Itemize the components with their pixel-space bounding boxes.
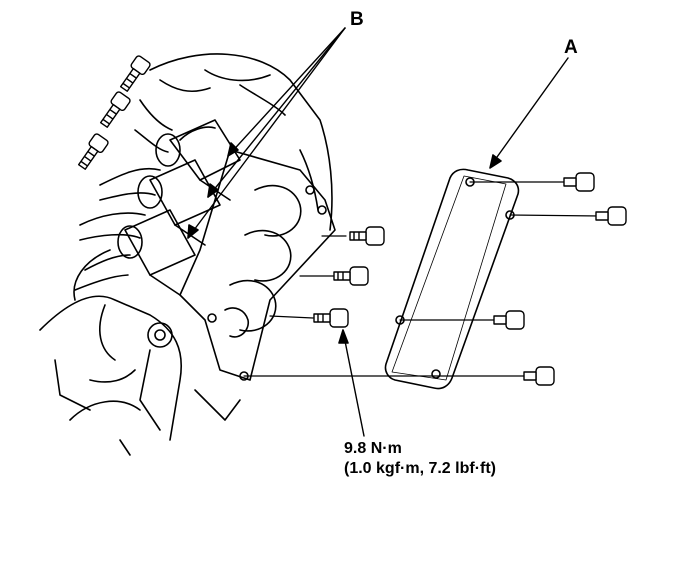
flange-bolt-3: [313, 308, 349, 328]
cover-plate: [384, 168, 520, 390]
ignition-wires: [74, 99, 173, 291]
torque-metric: 9.8 N·m: [344, 440, 402, 457]
cover-bolt-1: [563, 172, 595, 192]
callout-b-arrowheads: [187, 142, 239, 239]
callout-a-arrowhead: [489, 154, 502, 169]
ignition-coil-2: [137, 159, 221, 246]
torque-leader: [343, 335, 365, 437]
coil-flange: [179, 149, 336, 381]
callout-b-arrows: [187, 27, 346, 239]
callout-a-arrow: [491, 57, 569, 165]
cover-bolt-4: [523, 366, 555, 386]
cover-bolt-3: [493, 310, 525, 330]
engine-block: [39, 53, 333, 456]
callout-label-b: B: [350, 9, 364, 30]
bolt-leader-lines: [243, 181, 601, 377]
torque-arrowhead: [338, 329, 349, 344]
flange-bolt-1: [349, 226, 385, 246]
coil-bolt-2: [99, 91, 131, 128]
ignition-coil-3: [117, 209, 196, 296]
cover-bolt-2: [595, 206, 627, 226]
coil-bolt-1: [119, 55, 151, 92]
flange-bolt-2: [333, 266, 369, 286]
callout-label-a: A: [564, 37, 578, 58]
coil-bolt-3: [77, 133, 109, 170]
torque-imperial: (1.0 kgf·m, 7.2 lbf·ft): [344, 460, 497, 477]
torque-spec: 9.8 N·m (1.0 kgf·m, 7.2 lbf·ft): [344, 439, 496, 479]
